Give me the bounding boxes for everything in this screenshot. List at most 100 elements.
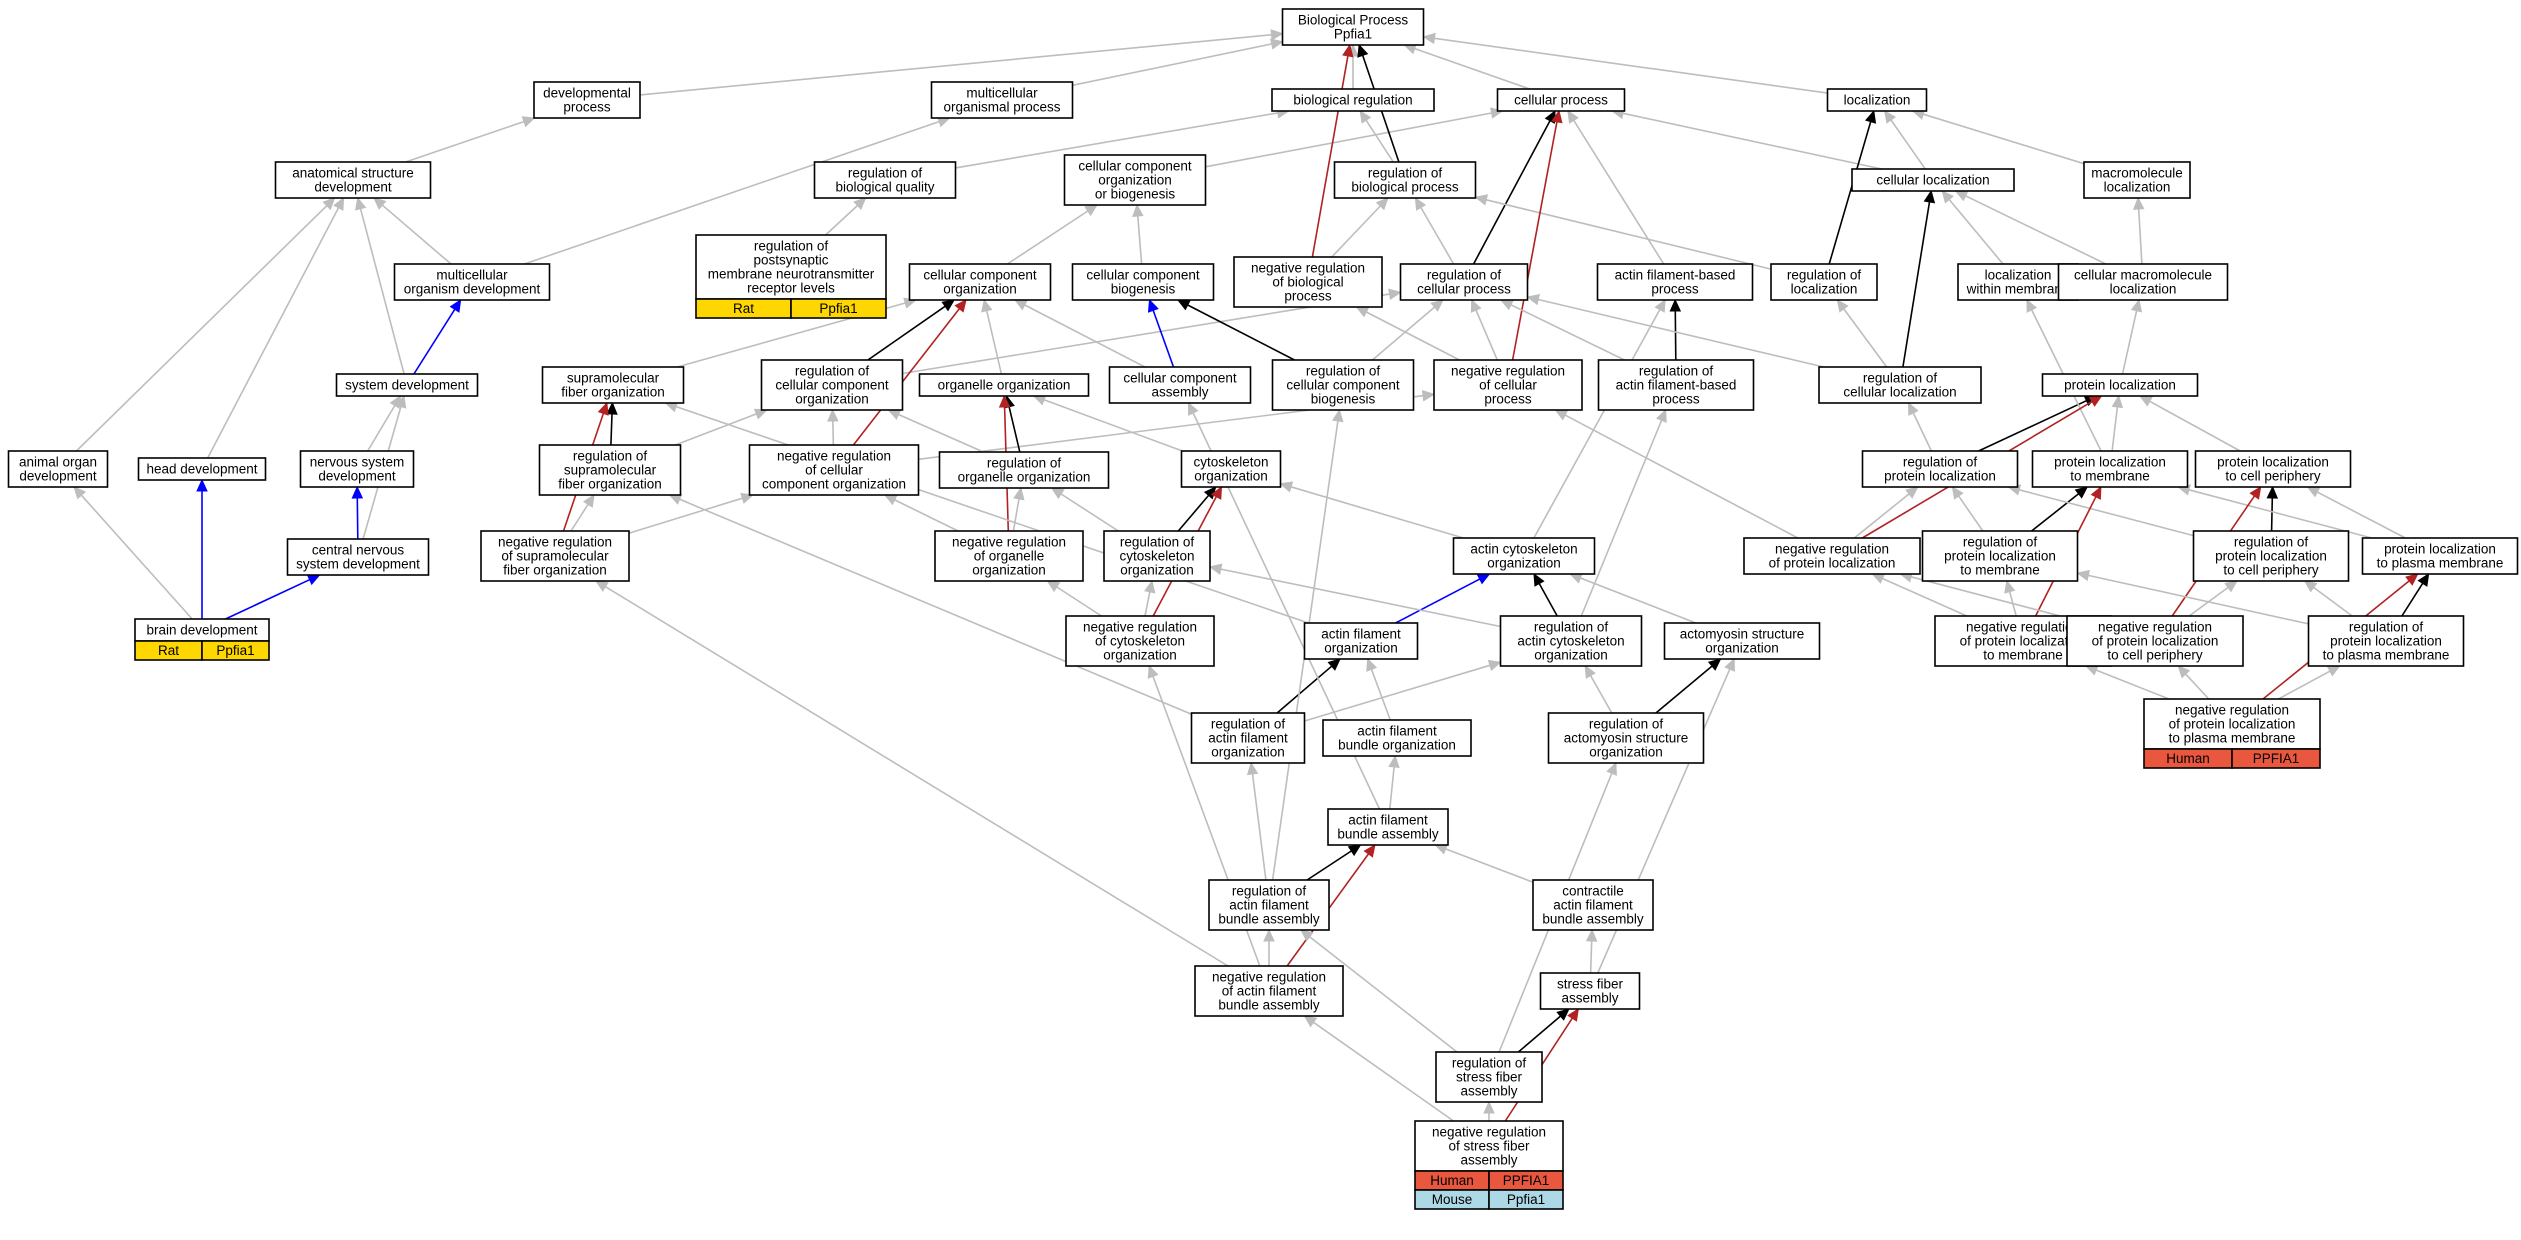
term-node-oo[interactable]: organelle organization bbox=[918, 373, 1090, 397]
term-box bbox=[1496, 88, 1626, 112]
term-node-cellproc[interactable]: cellular process bbox=[1496, 88, 1626, 112]
arrowhead-icon bbox=[597, 401, 609, 416]
term-label: to cell periphery bbox=[2223, 563, 2319, 578]
term-node-hd[interactable]: head development bbox=[137, 457, 267, 481]
term-label: stress fiber bbox=[1557, 977, 1624, 992]
arrowhead-icon bbox=[668, 494, 683, 505]
term-node-sysdev[interactable]: system development bbox=[335, 373, 479, 397]
term-box bbox=[1499, 615, 1643, 667]
arrowhead-icon bbox=[1724, 657, 1735, 672]
term-node-bioreg[interactable]: biological regulation bbox=[1271, 88, 1435, 112]
edge-rcl-to-rcp bbox=[1526, 294, 1824, 368]
edge-line bbox=[675, 405, 1309, 624]
term-label: organelle organization bbox=[938, 378, 1071, 393]
edge-line bbox=[2316, 491, 2406, 539]
term-label: regulation of bbox=[1589, 717, 1664, 732]
edge-line bbox=[1331, 205, 1381, 258]
term-label: organization bbox=[1098, 173, 1172, 188]
term-box bbox=[541, 366, 685, 404]
term-label: Biological Process bbox=[1298, 13, 1409, 28]
term-box bbox=[274, 161, 432, 199]
edge-line bbox=[405, 120, 525, 163]
term-label: regulation of bbox=[1211, 717, 1286, 732]
term-node-loc[interactable]: localization bbox=[1826, 88, 1928, 112]
edge-line bbox=[610, 413, 613, 446]
arrowhead-icon bbox=[521, 116, 536, 128]
arrowhead-icon bbox=[1476, 573, 1491, 585]
arrowhead-icon bbox=[1533, 572, 1545, 587]
term-box bbox=[2361, 537, 2519, 575]
edge-line bbox=[1622, 112, 1882, 170]
term-label: system development bbox=[296, 557, 420, 572]
term-label: negative regulation bbox=[1451, 364, 1565, 379]
term-box bbox=[1433, 359, 1583, 411]
term-node-pl[interactable]: protein localization bbox=[2041, 373, 2199, 397]
edge-line bbox=[2137, 208, 2143, 265]
term-node-cellloc[interactable]: cellular localization bbox=[1851, 168, 2015, 192]
term-label: regulation of bbox=[2349, 620, 2424, 635]
edge-nrsfa-to-nrafba bbox=[1303, 1015, 1454, 1122]
arrowhead-icon bbox=[1556, 1008, 1570, 1021]
